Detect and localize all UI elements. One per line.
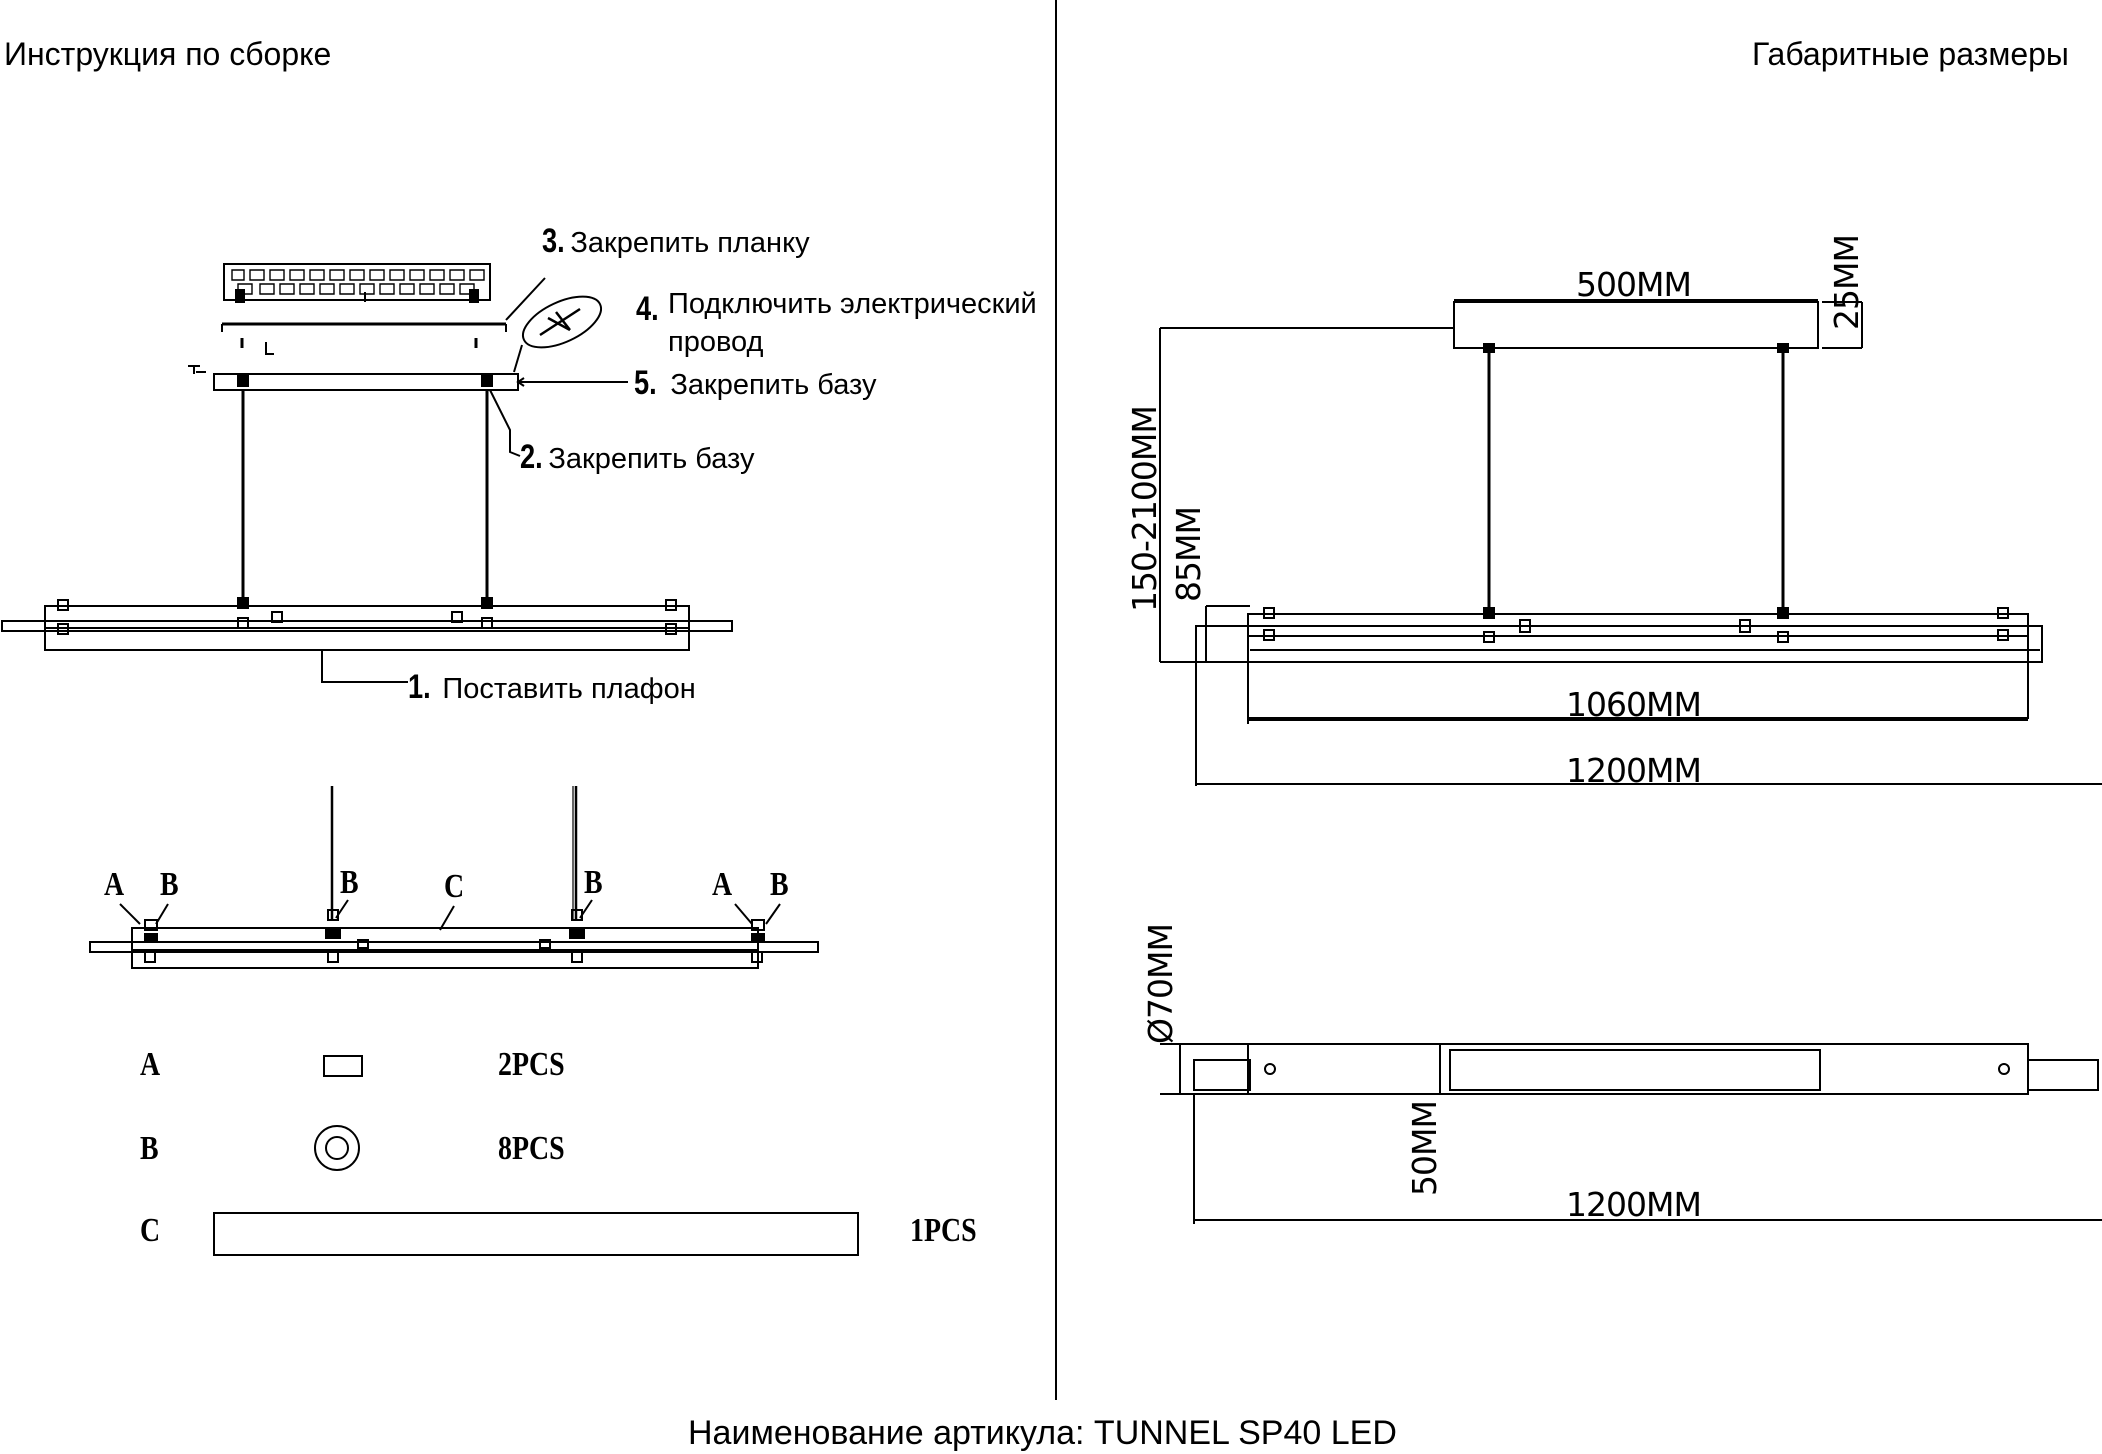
dim-canopy-width: 500MM — [1576, 265, 1692, 304]
label-a-right: A — [712, 866, 733, 903]
dim-inner-length: 1060MM — [1566, 685, 1702, 724]
label-a-left: A — [104, 866, 125, 903]
dim-body-height: 85MM — [1169, 507, 1208, 602]
part-c-letter: C — [140, 1212, 161, 1249]
part-a-qty: 2PCS — [498, 1046, 565, 1083]
left-header: Инструкция по сборке — [4, 36, 332, 72]
wire-connection-icon — [513, 295, 602, 373]
part-a-letter: A — [140, 1046, 161, 1083]
article-name: Наименование артикула: TUNNEL SP40 LED — [688, 1414, 1397, 1452]
dim-total-length-top: 1200MM — [1566, 1185, 1702, 1224]
step-4-label: Подключить электрический — [668, 288, 1037, 320]
label-b-2: B — [340, 864, 359, 901]
label-b-left: B — [160, 866, 179, 903]
parts-assembly — [89, 786, 819, 969]
dim-total-length-front: 1200MM — [1566, 751, 1702, 790]
part-a-icon — [323, 1055, 363, 1077]
mounting-bar — [221, 322, 507, 355]
fixture-front — [1, 597, 733, 651]
ceiling-plate — [223, 263, 491, 303]
right-header: Габаритные размеры — [1752, 36, 2069, 72]
label-b-right: B — [770, 866, 789, 903]
dimension-top-view — [1160, 1043, 2102, 1224]
step-2: 2.Закрепить базу — [520, 438, 755, 476]
dim-suspension: 150-2100MM — [1125, 406, 1164, 612]
part-b-qty: 8PCS — [498, 1130, 565, 1167]
dim-diameter: Ø70MM — [1141, 924, 1180, 1044]
label-b-3: B — [584, 864, 603, 901]
step-4-number: 4. — [636, 290, 659, 328]
dim-depth: 50MM — [1405, 1101, 1444, 1196]
part-c-qty: 1PCS — [910, 1212, 977, 1249]
dimension-front-view — [1159, 299, 2102, 786]
step-4-label-2: провод — [668, 326, 764, 358]
base-canopy — [188, 365, 628, 391]
part-b-letter: B — [140, 1130, 159, 1167]
step-3: 3.Закрепить планку — [542, 222, 810, 260]
label-c: C — [444, 868, 465, 905]
step-5: 5.Закрепить базу — [634, 364, 877, 402]
part-b-icon — [314, 1125, 360, 1171]
part-c-icon — [213, 1212, 859, 1256]
step-1: 1.Поставить плафон — [408, 668, 696, 706]
dim-canopy-height: 25MM — [1827, 235, 1866, 330]
